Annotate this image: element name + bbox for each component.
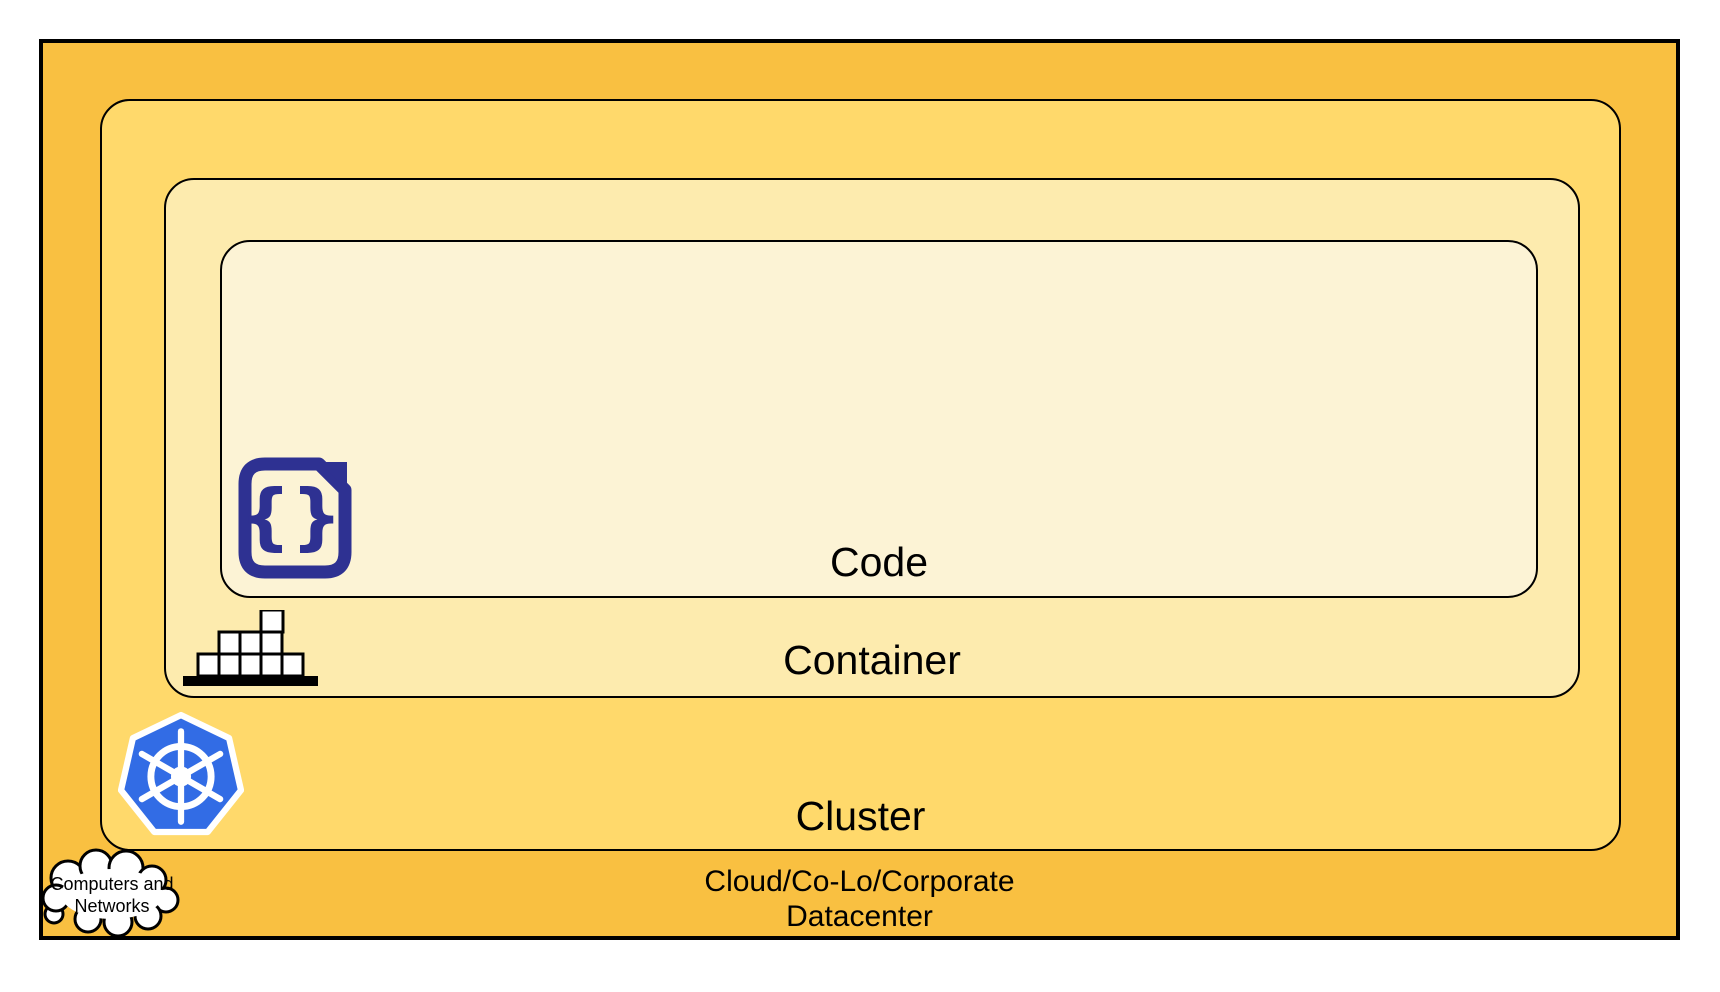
container-label: Container	[783, 637, 961, 683]
code-layer-box	[220, 240, 1538, 598]
code-label: Code	[829, 539, 928, 585]
datacenter-label-line1: Cloud/Co-Lo/Corporate	[704, 865, 1015, 898]
cloud-label-line1: Computers and	[50, 874, 174, 894]
kubernetes-icon-shape	[117, 711, 245, 836]
code-braces-glyph: {}	[239, 474, 343, 558]
container-blocks-icon	[183, 608, 318, 686]
datacenter-label-line2: Datacenter	[786, 900, 933, 933]
cluster-label: Cluster	[795, 793, 926, 839]
kubernetes-icon	[117, 710, 245, 838]
code-file-icon: {}	[235, 456, 355, 580]
cloud-icon-shape	[41, 848, 180, 938]
datacenter-label: Cloud/Co-Lo/Corporate Datacenter	[39, 864, 1680, 934]
computers-networks-label: Computers and Networks	[40, 873, 184, 917]
cloud-label-line2: Networks	[74, 896, 150, 916]
code-file-icon-shape	[238, 457, 352, 579]
container-blocks-icon-shape	[183, 608, 318, 686]
cloud-icon: Computers and Networks	[40, 848, 184, 940]
